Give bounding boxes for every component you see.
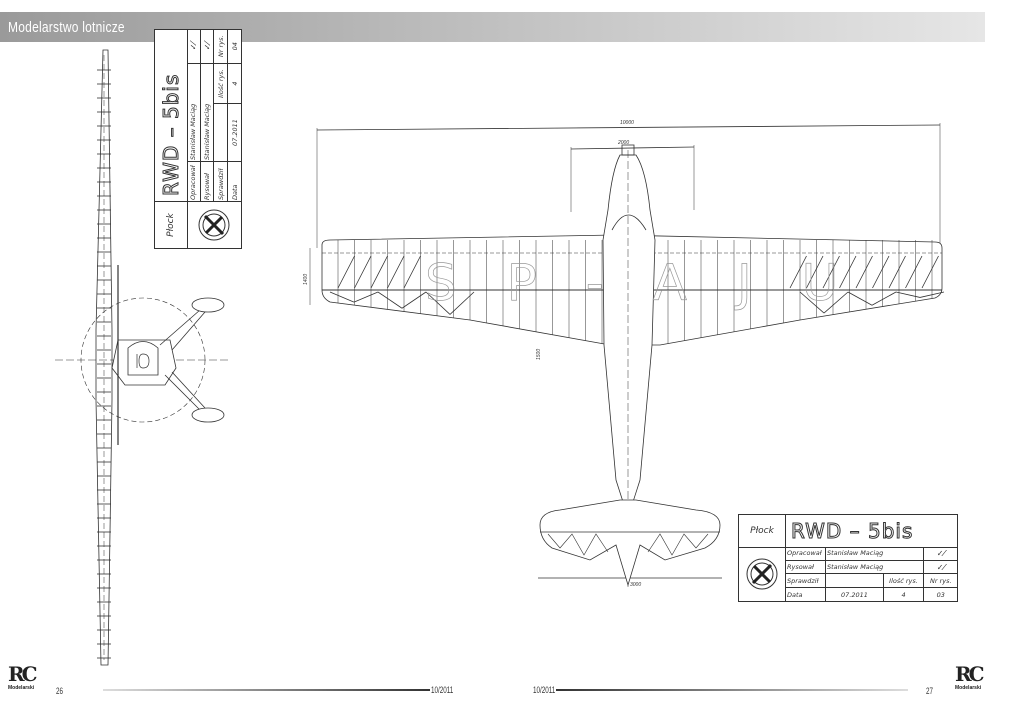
- wing-diagonal: [823, 291, 849, 314]
- page-number-right: 27: [926, 686, 934, 696]
- front-fuselage: [111, 339, 177, 386]
- wing-diagonal: [847, 291, 873, 306]
- title-block-title: RWD – 5bis: [159, 73, 184, 196]
- magazine-section-title: Modelarstwo lotnicze: [8, 19, 125, 36]
- logo-text: RC: [8, 662, 37, 686]
- dim-chord: 1400: [303, 274, 309, 285]
- wing-diagonal: [354, 255, 372, 289]
- logo-subtitle: Modelarski: [955, 685, 982, 691]
- top-view: [309, 123, 945, 590]
- signature: ✓⁄: [923, 547, 958, 561]
- dim-tail-span: 3000: [630, 582, 641, 588]
- wing-diagonal: [799, 291, 825, 314]
- footer-rule-left: [103, 689, 430, 691]
- checked-by: [825, 573, 884, 589]
- sheet-number: 03: [923, 587, 958, 601]
- sheet-count: 4: [882, 587, 925, 601]
- wing-diagonal: [921, 255, 939, 289]
- drawn-by: Stanisław Maciąg: [824, 559, 925, 575]
- issue-left: 10/2011: [431, 685, 454, 695]
- signature: ✓⁄: [923, 559, 958, 575]
- footer-rule-right: [556, 689, 908, 691]
- wing-diagonal: [449, 291, 475, 315]
- fuselage-outline: [602, 154, 656, 506]
- issue-right: 10/2011: [533, 685, 556, 695]
- label-drawn: Rysował: [785, 559, 826, 575]
- wing-diagonal: [337, 255, 355, 289]
- wing-diagonal: [822, 255, 840, 289]
- label-date: Data: [785, 587, 826, 601]
- front-wing-outline: [95, 49, 113, 666]
- registration-marking: SP-AJU: [425, 254, 888, 312]
- wing-diagonal: [839, 255, 857, 289]
- wing-diagonal: [425, 291, 451, 315]
- label-drawn: Rysował: [200, 161, 214, 202]
- label-sheet-number: Nr rys.: [213, 29, 228, 64]
- label-prepared: Opracował: [187, 161, 201, 202]
- label-sheet-count: Ilość rys.: [213, 63, 228, 104]
- dim-span: 10000: [620, 120, 634, 126]
- dim-nose: 2000: [617, 140, 629, 146]
- emblem-icon: [187, 201, 241, 248]
- date: 07.2011: [227, 103, 241, 162]
- tailplane-outline: [539, 499, 721, 587]
- wing-diagonal: [353, 291, 379, 303]
- wing-diagonal: [370, 255, 388, 289]
- wing-diagonal: [872, 255, 890, 289]
- wing-diagonal: [789, 255, 807, 289]
- fuselage-number-marking: [136, 353, 150, 369]
- label-sheet-count: Ilość rys.: [882, 573, 925, 589]
- label-sheet-number: Nr rys.: [923, 573, 958, 589]
- emblem-icon: [739, 547, 786, 601]
- sheet-count: 4: [227, 63, 241, 104]
- title-block-city: Płock: [739, 515, 786, 547]
- wing-diagonal: [871, 291, 897, 306]
- title-block-title: RWD – 5bis: [791, 519, 914, 544]
- float-upper: [191, 297, 225, 313]
- wing-diagonal: [387, 255, 405, 289]
- wing-diagonal: [377, 291, 403, 309]
- front-view: [55, 49, 228, 666]
- prepared-by: Stanisław Maciąg: [824, 547, 925, 561]
- title-block-city: Płock: [155, 201, 187, 248]
- date: 07.2011: [825, 587, 884, 601]
- wing-diagonal: [403, 255, 421, 289]
- label-checked: Sprawdził: [213, 161, 228, 202]
- logo-subtitle: Modelarski: [8, 685, 35, 691]
- sheet-number: 04: [227, 29, 241, 64]
- wing-diagonal: [401, 291, 427, 309]
- wing-diagonal: [806, 255, 824, 289]
- wing-diagonal: [329, 291, 355, 303]
- label-prepared: Opracował: [785, 547, 826, 561]
- wing-diagonal: [919, 291, 945, 298]
- wing-diagonal: [855, 255, 873, 289]
- logo-text: RC: [955, 662, 984, 686]
- label-checked: Sprawdził: [785, 573, 826, 589]
- label-date: Data: [227, 161, 241, 202]
- drawn-by: Stanisław Maciąg: [200, 63, 214, 162]
- signature: ✓⁄: [187, 29, 201, 64]
- dim-root: 1500: [536, 349, 542, 360]
- prepared-by: Stanisław Maciąg: [187, 63, 201, 162]
- wing-diagonal: [895, 291, 921, 298]
- float-lower: [191, 407, 225, 423]
- page-number-left: 26: [56, 686, 64, 696]
- signature: ✓⁄: [200, 29, 214, 64]
- wing-diagonal: [888, 255, 906, 289]
- wing-diagonal: [905, 255, 923, 289]
- checked-by: [213, 103, 228, 162]
